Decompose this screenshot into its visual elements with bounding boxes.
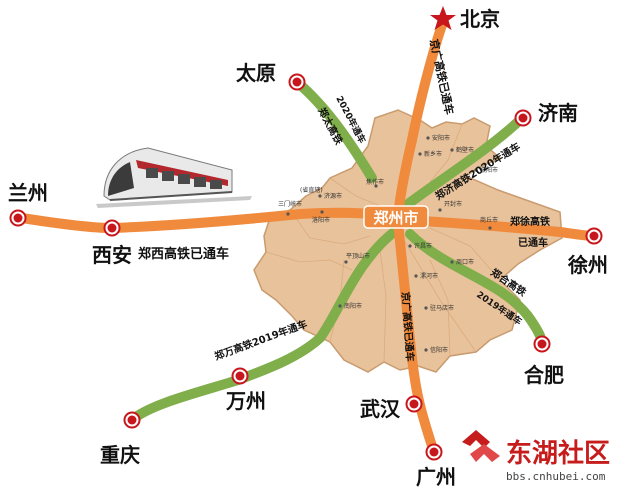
city-label-xuzhou: 徐州 [567,253,608,277]
town-label: (省直辖) [300,186,323,194]
town-label: 南阳市 [344,302,362,310]
jingguang-north-line [393,17,448,221]
town-label: 信阳市 [430,346,448,354]
zhenghe-line [405,229,547,349]
town-label: 许昌市 [414,242,432,250]
town-label: 新乡市 [424,150,442,158]
zhengzhou-center: 郑州市 [363,205,429,229]
town-label: 焦作市 [366,178,384,186]
town-label: 安阳市 [432,134,450,142]
city-label-guangzhou: 广州 [416,465,456,489]
center-city-label: 郑州市 [373,209,418,227]
zhengji-line [403,115,525,209]
built-lines [17,17,599,457]
watermark: 东湖社区 bbs.cnhubei.com [462,430,610,483]
town-label: 平顶山市 [346,252,370,260]
town-label: 驻马店市 [430,304,454,312]
station-dot-icon [585,227,603,245]
star-icon [430,6,456,30]
station-dot-icon [288,73,306,91]
station-markers [9,6,603,461]
city-label-hefei: 合肥 [524,363,564,387]
city-label-lanzhou: 兰州 [8,181,48,205]
future-lines [127,77,547,425]
jingguang-south-line [393,217,439,457]
town-label: 洛阳市 [312,216,330,224]
station-dot-icon [533,335,551,353]
town-label: 三门峡市 [278,200,302,208]
watermark-url: bbs.cnhubei.com [506,470,606,483]
city-label-chongqing: 重庆 [100,443,140,467]
town-label: 济源市 [324,192,342,200]
town-label: 周口市 [456,258,474,266]
town-label: 商丘市 [480,216,498,224]
train-illustration [96,147,252,208]
town-label: 濮阳市 [480,166,498,174]
city-label-wanzhou: 万州 [225,389,266,413]
zhengxi-line [17,207,401,234]
zhengtai-line [292,77,377,183]
city-label-xian: 西安 [92,243,132,267]
zhengxu-line [395,215,599,241]
town-label: 开封市 [444,200,462,208]
henan-province-shape [253,109,563,373]
zhengxu-route-label-line1: 郑徐高铁 [510,215,550,228]
city-label-taiyuan: 太原 [236,61,276,85]
station-dot-icon [103,219,121,237]
watermark-title: 东湖社区 [506,438,610,469]
cnhubei-logo-icon [462,430,500,462]
station-dot-icon [231,367,249,385]
town-label: 鹤壁市 [456,146,474,154]
station-dot-icon [9,209,27,227]
station-dot-icon [123,411,141,429]
zhengxi-route-label: 郑西高铁已通车 [138,246,229,262]
city-labels: 北京 太原 济南 兰州 西安 徐州 合肥 万州 武汉 重庆 广州 [8,7,608,489]
town-label: 漯河市 [420,272,438,280]
station-dot-icon [405,395,423,413]
city-label-jinan: 济南 [538,101,578,125]
zhengxu-route-label-line2: 已通车 [518,236,548,249]
station-dot-icon [514,109,532,127]
station-dot-icon [425,443,443,461]
zhengwan-line [127,227,399,425]
town-labels: 安阳市 鹤壁市 新乡市 焦作市 濮阳市 济源市 洛阳市 开封市 商丘市 许昌市 … [278,134,498,354]
city-label-wuhan: 武汉 [360,397,401,421]
city-label-beijing: 北京 [460,7,500,31]
